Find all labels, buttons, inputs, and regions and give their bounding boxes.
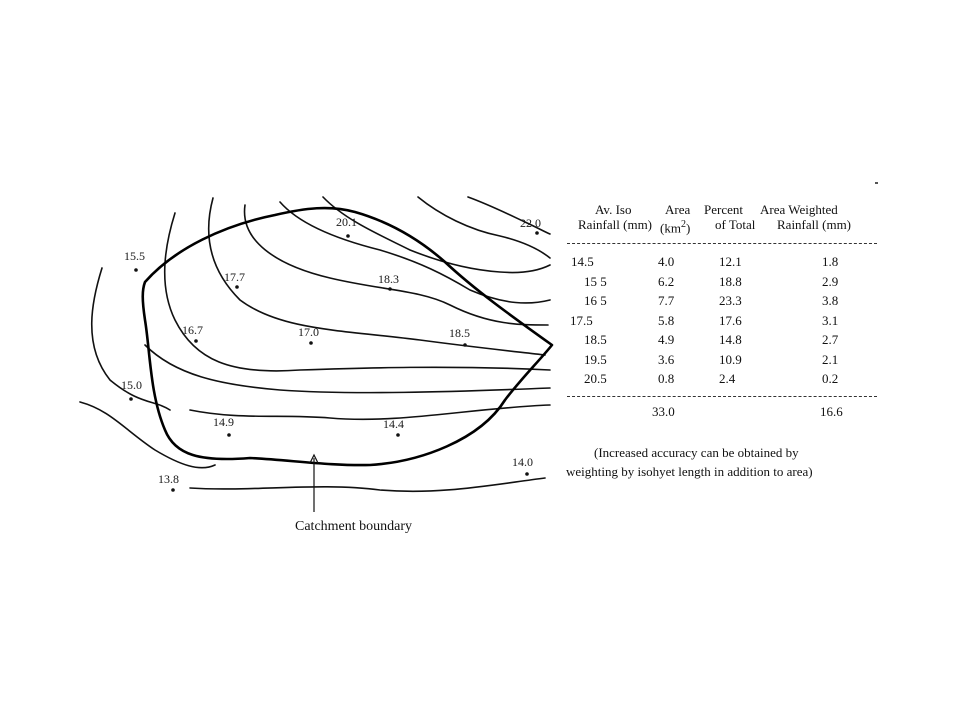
isohyet-line — [467, 196, 551, 235]
rain-gauge-dot — [535, 231, 539, 235]
isohyet-line — [243, 204, 549, 326]
header-divider — [567, 243, 877, 244]
catchment-boundary-caption: Catchment boundary — [295, 519, 413, 534]
rain-gauge-dot — [134, 268, 138, 272]
table-cell: 6.2 — [658, 273, 675, 289]
isohyet-line — [163, 212, 551, 372]
rain-gauge-dot — [129, 397, 133, 401]
rain-gauge-label: 20.1 — [336, 215, 357, 229]
isohyet-line — [279, 201, 551, 304]
table-cell: 2.4 — [719, 371, 736, 386]
table-cell: 17.6 — [719, 312, 742, 328]
table-cell: 3.1 — [822, 312, 839, 328]
rain-gauge-dot — [194, 339, 198, 343]
header-percent: Percent of Total — [704, 202, 756, 232]
table-cell: 18.8 — [719, 273, 742, 289]
rain-gauge-dot — [463, 343, 467, 347]
header-area: Area (km2) — [660, 202, 691, 236]
table-cell: 18.5 — [584, 332, 607, 347]
catchment-boundary-arrow — [309, 453, 319, 512]
rain-gauge-dot — [309, 341, 313, 345]
rain-gauge-dot — [171, 488, 175, 492]
rain-gauge-label: 13.8 — [158, 472, 179, 486]
rain-gauge-label: 14.9 — [213, 415, 234, 429]
table-cell: 1.8 — [822, 254, 839, 269]
table-cell: 3.6 — [658, 351, 675, 367]
isohyet-line — [189, 404, 551, 421]
rain-gauge-label: 15.5 — [124, 249, 145, 263]
accuracy-note: (Increased accuracy can be obtained by w… — [566, 445, 813, 479]
isohyet-line — [322, 196, 551, 274]
isohyet-line — [90, 267, 171, 411]
rain-gauge-dot — [388, 287, 392, 291]
header-av-iso: Av. Iso Rainfall (mm) — [578, 202, 653, 232]
isohyet-line — [207, 197, 546, 356]
catchment-boundary — [141, 206, 554, 467]
rain-gauge-label: 15.0 — [121, 378, 142, 392]
table-cell: 10.9 — [719, 351, 742, 367]
table-cell: 2.7 — [822, 332, 839, 347]
rain-gauge-label: 16.7 — [182, 323, 203, 337]
rain-gauge-dot — [235, 285, 239, 289]
table-cell: 15 5 — [584, 273, 607, 289]
isohyet-line — [144, 344, 551, 394]
rain-gauge-dot — [227, 433, 231, 437]
isohyet-line — [189, 477, 546, 493]
table-cell: 7.7 — [658, 293, 675, 308]
corner-mark — [875, 182, 878, 184]
rain-gauge-label: 14.4 — [383, 417, 404, 431]
rain-gauge-label: 18.3 — [378, 272, 399, 286]
rain-gauge-label: 17.0 — [298, 325, 319, 339]
rain-gauge-label: 22.0 — [520, 216, 541, 230]
table-cell: 20.5 — [584, 371, 607, 386]
table-cell: 14.8 — [719, 332, 742, 347]
totals-divider — [567, 396, 877, 397]
total-weighted-rainfall: 16.6 — [820, 404, 843, 419]
table-cell: 23.3 — [719, 293, 742, 308]
rain-gauge-dot — [525, 472, 529, 476]
table-cell: 2.9 — [822, 273, 839, 289]
table-cell: 14.5 — [571, 254, 594, 269]
table-cell: 3.8 — [822, 293, 839, 308]
table-cell: 16 5 — [584, 293, 607, 308]
table-cell: 17.5 — [570, 312, 593, 328]
table-cell: 0.2 — [822, 371, 839, 386]
isohyet-line — [417, 196, 551, 259]
rain-gauge-label: 17.7 — [224, 270, 245, 284]
rain-gauge-dot — [346, 234, 350, 238]
table-cell: 2.1 — [822, 351, 839, 367]
table-cell: 4.0 — [658, 254, 675, 269]
table-cell: 5.8 — [658, 312, 675, 328]
header-area-weighted: Area Weighted Rainfall (mm) — [760, 202, 852, 232]
table-cell: 0.8 — [658, 371, 675, 386]
isohyet-line — [79, 401, 216, 469]
rain-gauge-label: 14.0 — [512, 455, 533, 469]
total-area: 33.0 — [652, 404, 675, 419]
table-cell: 19.5 — [584, 351, 607, 367]
table-cell: 12.1 — [719, 254, 742, 269]
table-cell: 4.9 — [658, 332, 675, 347]
rain-gauge-label: 18.5 — [449, 326, 470, 340]
rain-gauge-dot — [396, 433, 400, 437]
